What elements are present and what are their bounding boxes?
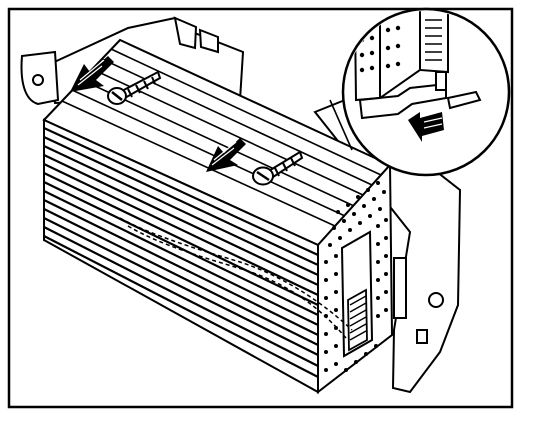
arrow-middle xyxy=(206,138,246,172)
hidden-cable-dashed-2 xyxy=(127,225,347,339)
arrow-upper xyxy=(70,56,114,92)
connector-block xyxy=(340,230,374,358)
bracket-hole-right xyxy=(428,292,444,308)
screw-lower xyxy=(252,150,304,186)
screw-upper xyxy=(107,70,162,105)
end-cap-perforations xyxy=(324,181,388,372)
arrow-icon xyxy=(206,138,246,172)
hidden-cable-dashed xyxy=(119,217,353,331)
bracket-hole-left xyxy=(32,74,44,86)
arrow-detail xyxy=(408,112,444,142)
arrow-icon xyxy=(408,112,444,142)
screw-icon xyxy=(252,150,304,186)
arrow-icon xyxy=(70,56,114,92)
heatsink-fins-front xyxy=(43,127,319,378)
screw-icon xyxy=(107,70,162,105)
